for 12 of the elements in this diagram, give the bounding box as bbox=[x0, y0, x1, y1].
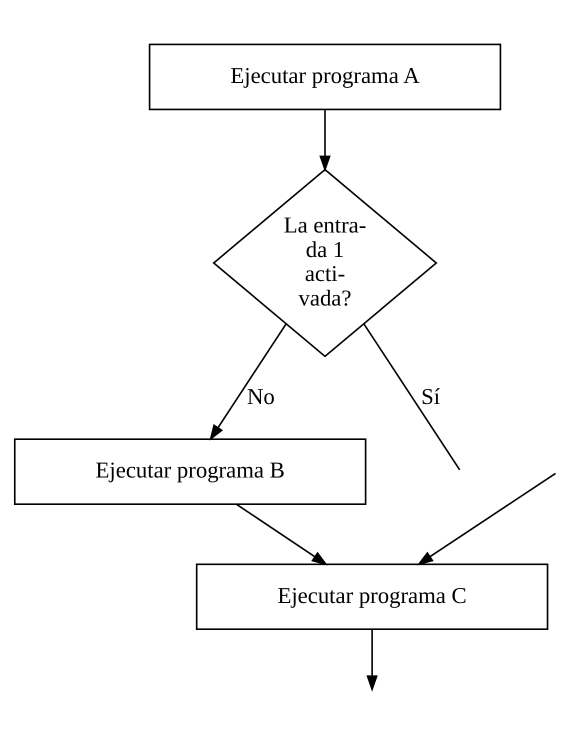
arrow bbox=[236, 503, 328, 565]
connector bbox=[363, 323, 460, 470]
edge-label: Sí bbox=[421, 383, 440, 408]
node-box: Ejecutar programa C bbox=[196, 562, 548, 630]
node-box: Ejecutar programa A bbox=[148, 43, 502, 110]
arrow bbox=[209, 323, 287, 440]
arrow bbox=[366, 629, 378, 692]
edge-label: No bbox=[246, 383, 275, 408]
arrow bbox=[417, 472, 556, 565]
node-diamond: La entra- da 1 acti- vada? bbox=[212, 168, 438, 357]
arrow bbox=[319, 109, 331, 172]
node-box: Ejecutar programa B bbox=[14, 438, 366, 504]
